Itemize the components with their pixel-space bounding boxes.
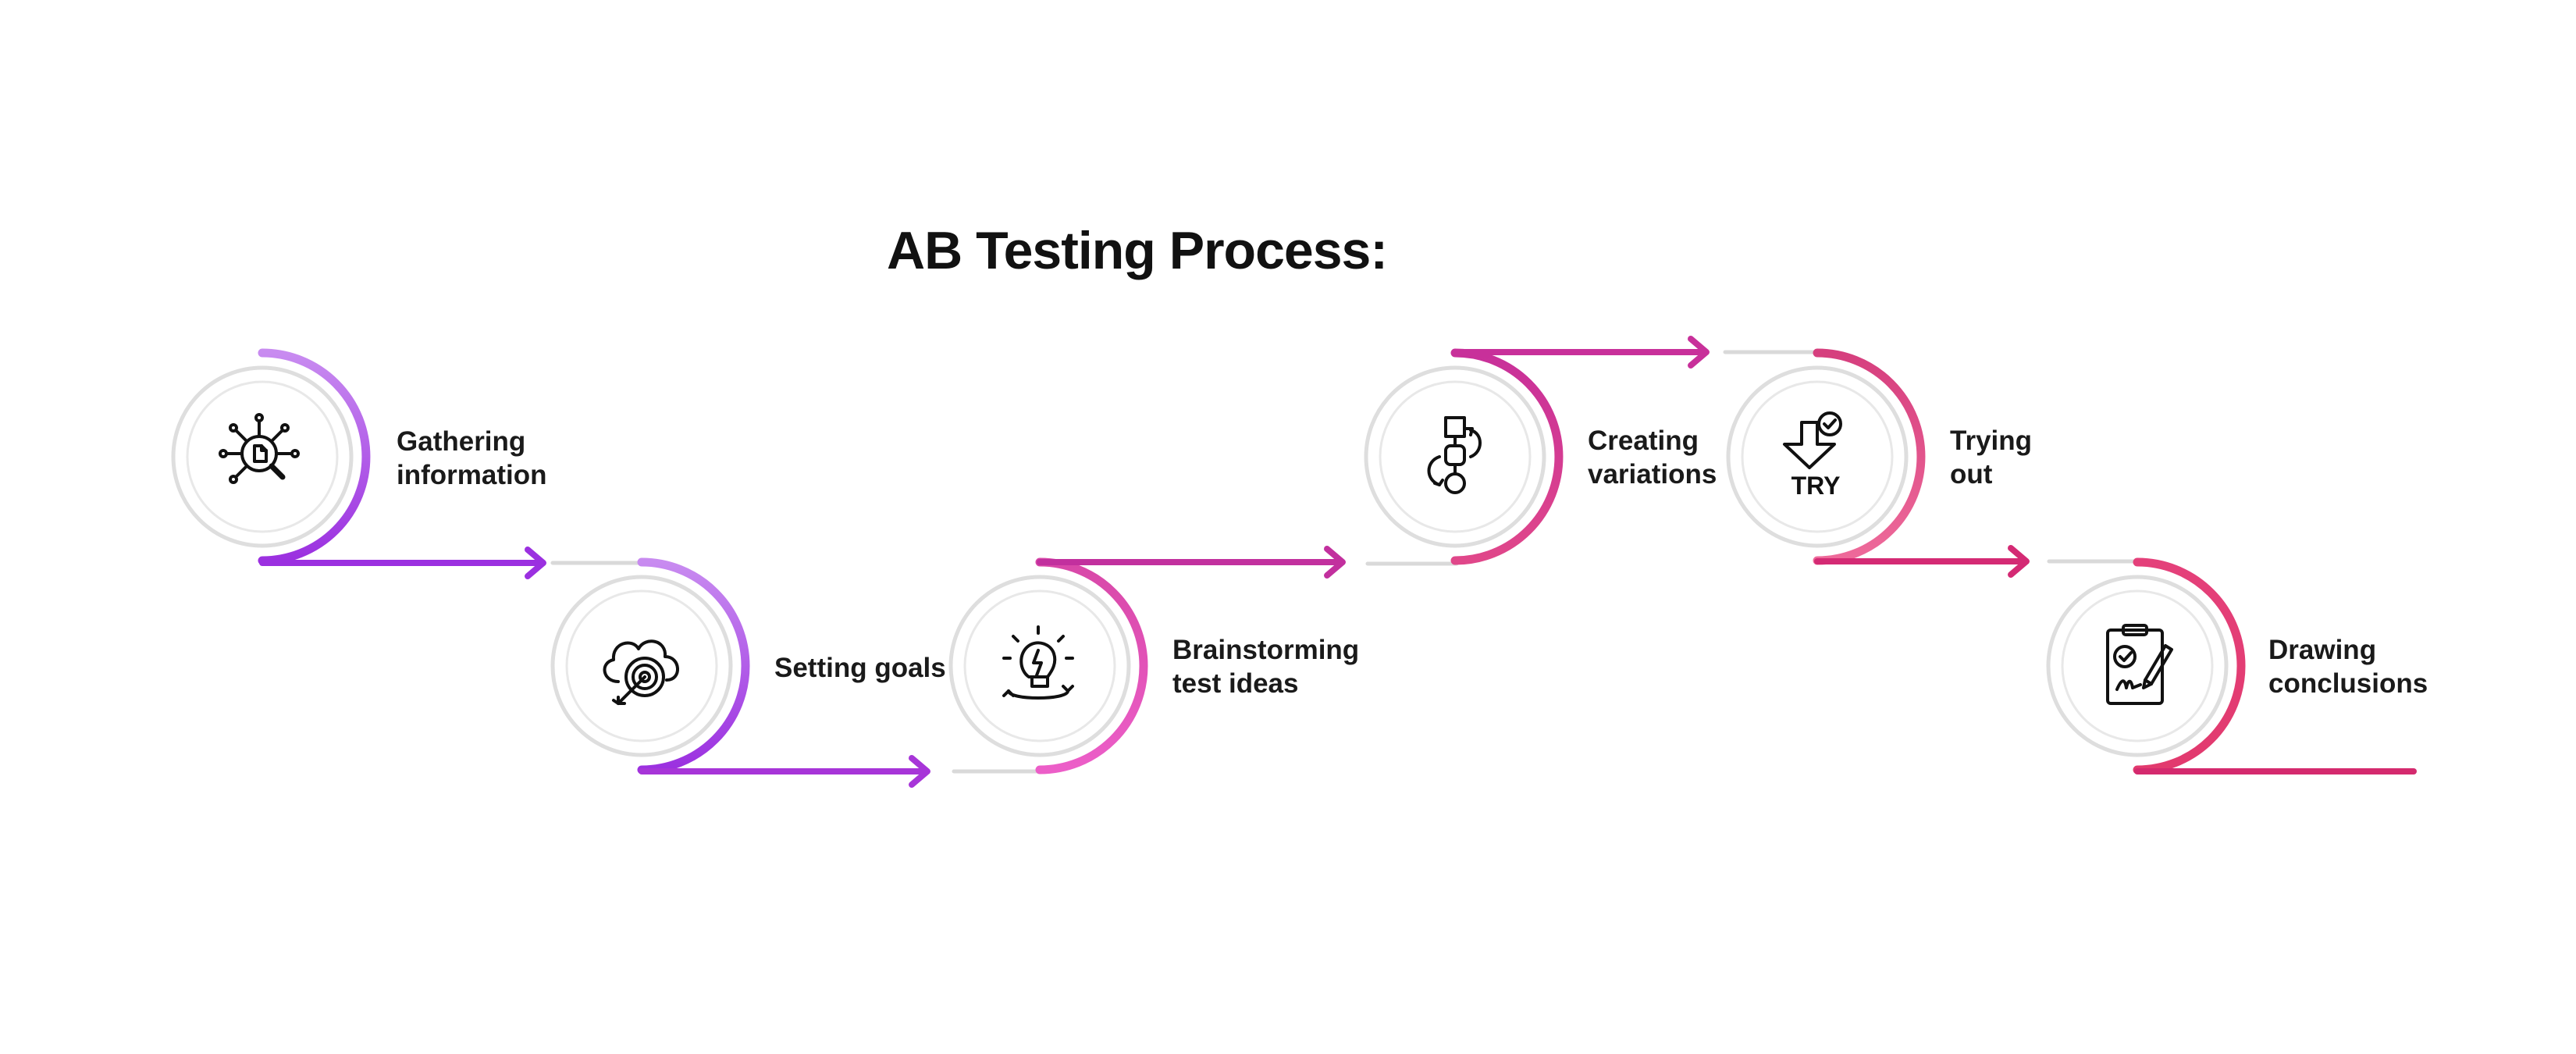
step-5-label: Trying out bbox=[1950, 424, 2032, 491]
step-5-label-line-2: out bbox=[1950, 459, 1993, 490]
step-3-arc bbox=[1035, 557, 1148, 774]
step-6-label-line-1: Drawing bbox=[2268, 635, 2377, 665]
step-5-inner-ring bbox=[1741, 380, 1894, 533]
step-4-label-line-1: Creating bbox=[1588, 426, 1699, 456]
diagram-title: AB Testing Process: bbox=[887, 221, 1388, 280]
step-6-label: Drawing conclusions bbox=[2268, 633, 2428, 700]
try-arrow-check-icon: TRY bbox=[1770, 410, 1864, 504]
step-1-label: Gathering information bbox=[397, 425, 546, 492]
step-1-inner-ring bbox=[186, 380, 339, 533]
step-2-label-line-1: Setting goals bbox=[774, 653, 946, 683]
step-4-label-line-2: variations bbox=[1588, 459, 1717, 490]
step-6-inner-ring bbox=[2061, 589, 2214, 742]
step-3-arrowhead bbox=[1324, 546, 1346, 579]
step-6 bbox=[2046, 557, 2417, 774]
connector-stubs bbox=[550, 350, 2140, 774]
step-3-label-line-1: Brainstorming bbox=[1172, 635, 1360, 665]
step-3-label-line-2: test ideas bbox=[1172, 668, 1299, 699]
step-5-arc bbox=[1813, 348, 1926, 565]
step-1-label-line-2: information bbox=[397, 460, 547, 490]
step-5-label-line-1: Trying bbox=[1950, 426, 2033, 456]
flowchart-variations-icon bbox=[1408, 410, 1502, 504]
try-icon-text: TRY bbox=[1791, 472, 1841, 500]
step-5-arrowhead bbox=[2008, 545, 2030, 578]
step-6-arc bbox=[2133, 557, 2246, 774]
data-search-icon bbox=[215, 410, 309, 504]
step-1-arrowhead bbox=[525, 547, 546, 579]
step-1 bbox=[171, 348, 546, 579]
step-4-arc bbox=[1450, 348, 1564, 565]
lightbulb-idea-icon bbox=[993, 619, 1087, 713]
step-5 bbox=[1726, 348, 2030, 578]
step-6-label-line-2: conclusions bbox=[2268, 668, 2428, 699]
step-1-label-line-1: Gathering bbox=[397, 426, 526, 457]
step-4-inner-ring bbox=[1379, 380, 1532, 533]
step-1-arc bbox=[258, 348, 371, 565]
step-2-arc bbox=[637, 557, 750, 774]
step-4-label: Creating variations bbox=[1588, 424, 1717, 491]
cloud-target-icon bbox=[595, 619, 688, 713]
step-2-arrowhead bbox=[909, 755, 930, 788]
step-3-label: Brainstorming test ideas bbox=[1172, 633, 1359, 700]
step-2 bbox=[550, 557, 930, 788]
step-2-label: Setting goals bbox=[774, 651, 946, 685]
step-4 bbox=[1364, 336, 1710, 565]
clipboard-check-icon bbox=[2090, 619, 2184, 713]
step-4-arrowhead bbox=[1688, 336, 1710, 369]
